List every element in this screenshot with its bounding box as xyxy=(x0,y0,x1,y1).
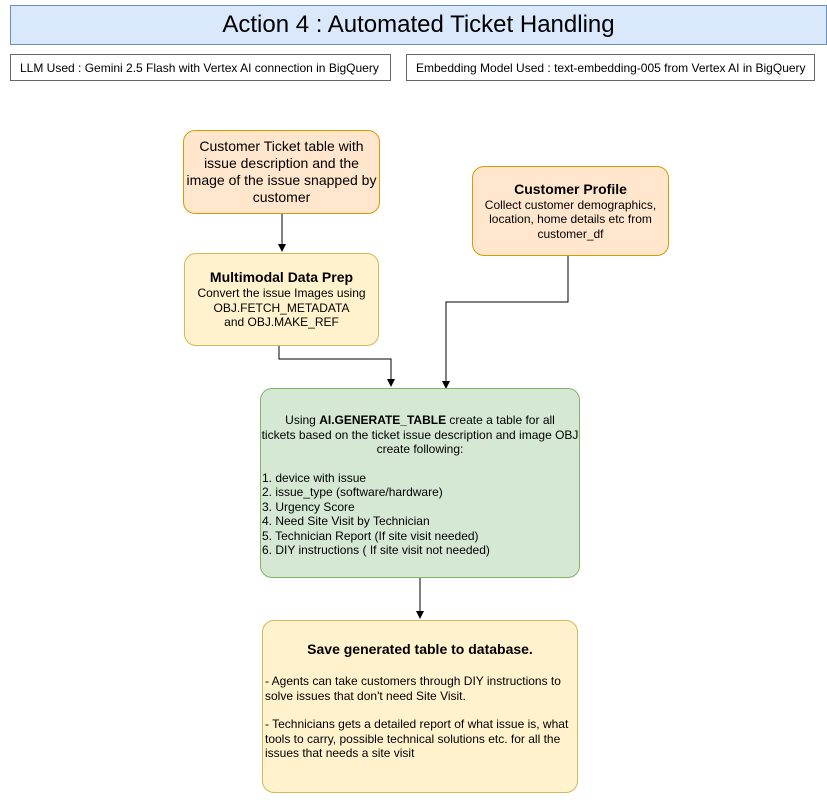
ticket-table-line: Customer Ticket table with xyxy=(199,138,364,154)
agents-note-line: solve issues that don't need Site Visit. xyxy=(265,688,466,703)
data-prep-line: and OBJ.MAKE_REF xyxy=(224,315,339,330)
generate-table-function: AI.GENERATE_TABLE xyxy=(319,413,447,427)
technicians-note-line: tools to carry, possible technical solut… xyxy=(265,731,561,746)
edge-prep-to-generate xyxy=(278,345,395,387)
ticket-table-node[interactable]: Customer Ticket table with issue descrip… xyxy=(183,130,380,214)
customer-profile-line: customer_df xyxy=(537,226,604,241)
edge-profile-to-generate xyxy=(442,218,569,389)
ticket-table-line: customer xyxy=(252,189,311,205)
generate-intro-suffix: create a table for all xyxy=(446,413,555,427)
data-prep-line: OBJ.FETCH_METADATA xyxy=(213,300,350,315)
technicians-note-line: - Technicians gets a detailed report of … xyxy=(265,717,569,731)
output-item: 6. DIY instructions ( If site visit not … xyxy=(262,543,490,557)
data-prep-node[interactable]: Multimodal Data Prep Convert the issue I… xyxy=(184,253,379,346)
agents-note-line: - Agents can take customers through DIY … xyxy=(265,674,561,688)
generate-intro-line: create following: xyxy=(376,442,464,456)
generate-table-node[interactable]: Using AI.GENERATE_TABLE create a table f… xyxy=(260,388,580,578)
output-item: 5. Technician Report (If site visit need… xyxy=(262,528,479,543)
customer-profile-title: Customer Profile xyxy=(514,180,627,197)
generate-intro-line: tickets based on the ticket issue descri… xyxy=(261,427,579,442)
output-item: 3. Urgency Score xyxy=(262,499,355,514)
generate-intro-line: Using AI.GENERATE_TABLE create a table f… xyxy=(261,413,579,428)
output-item: 4. Need Site Visit by Technician xyxy=(262,514,430,528)
llm-label: LLM Used : Gemini 2.5 Flash with Vertex … xyxy=(10,54,391,81)
generate-intro-prefix: Using xyxy=(285,413,320,427)
customer-profile-node[interactable]: Customer Profile Collect customer demogr… xyxy=(472,166,669,256)
save-table-title: Save generated table to database. xyxy=(307,641,533,657)
ticket-table-line: issue description and the xyxy=(204,155,359,171)
page-title: Action 4 : Automated Ticket Handling xyxy=(10,5,827,45)
spacer xyxy=(263,658,577,674)
output-item: 2. issue_type (software/hardware) xyxy=(262,485,443,499)
customer-profile-line: Collect customer demographics, xyxy=(484,197,657,212)
ticket-table-line: image of the issue snapped by xyxy=(186,172,377,188)
data-prep-line: Convert the issue Images using xyxy=(197,286,366,301)
output-item: 1. device with issue xyxy=(262,470,367,485)
spacer xyxy=(261,457,579,471)
save-table-node[interactable]: Save generated table to database. - Agen… xyxy=(262,620,578,793)
data-prep-title: Multimodal Data Prep xyxy=(209,269,354,286)
technicians-note-line: issues that needs a site visit xyxy=(265,746,415,760)
embedding-model-label: Embedding Model Used : text-embedding-00… xyxy=(406,54,815,81)
customer-profile-line: location, home details etc from xyxy=(489,212,652,227)
spacer xyxy=(263,703,577,717)
